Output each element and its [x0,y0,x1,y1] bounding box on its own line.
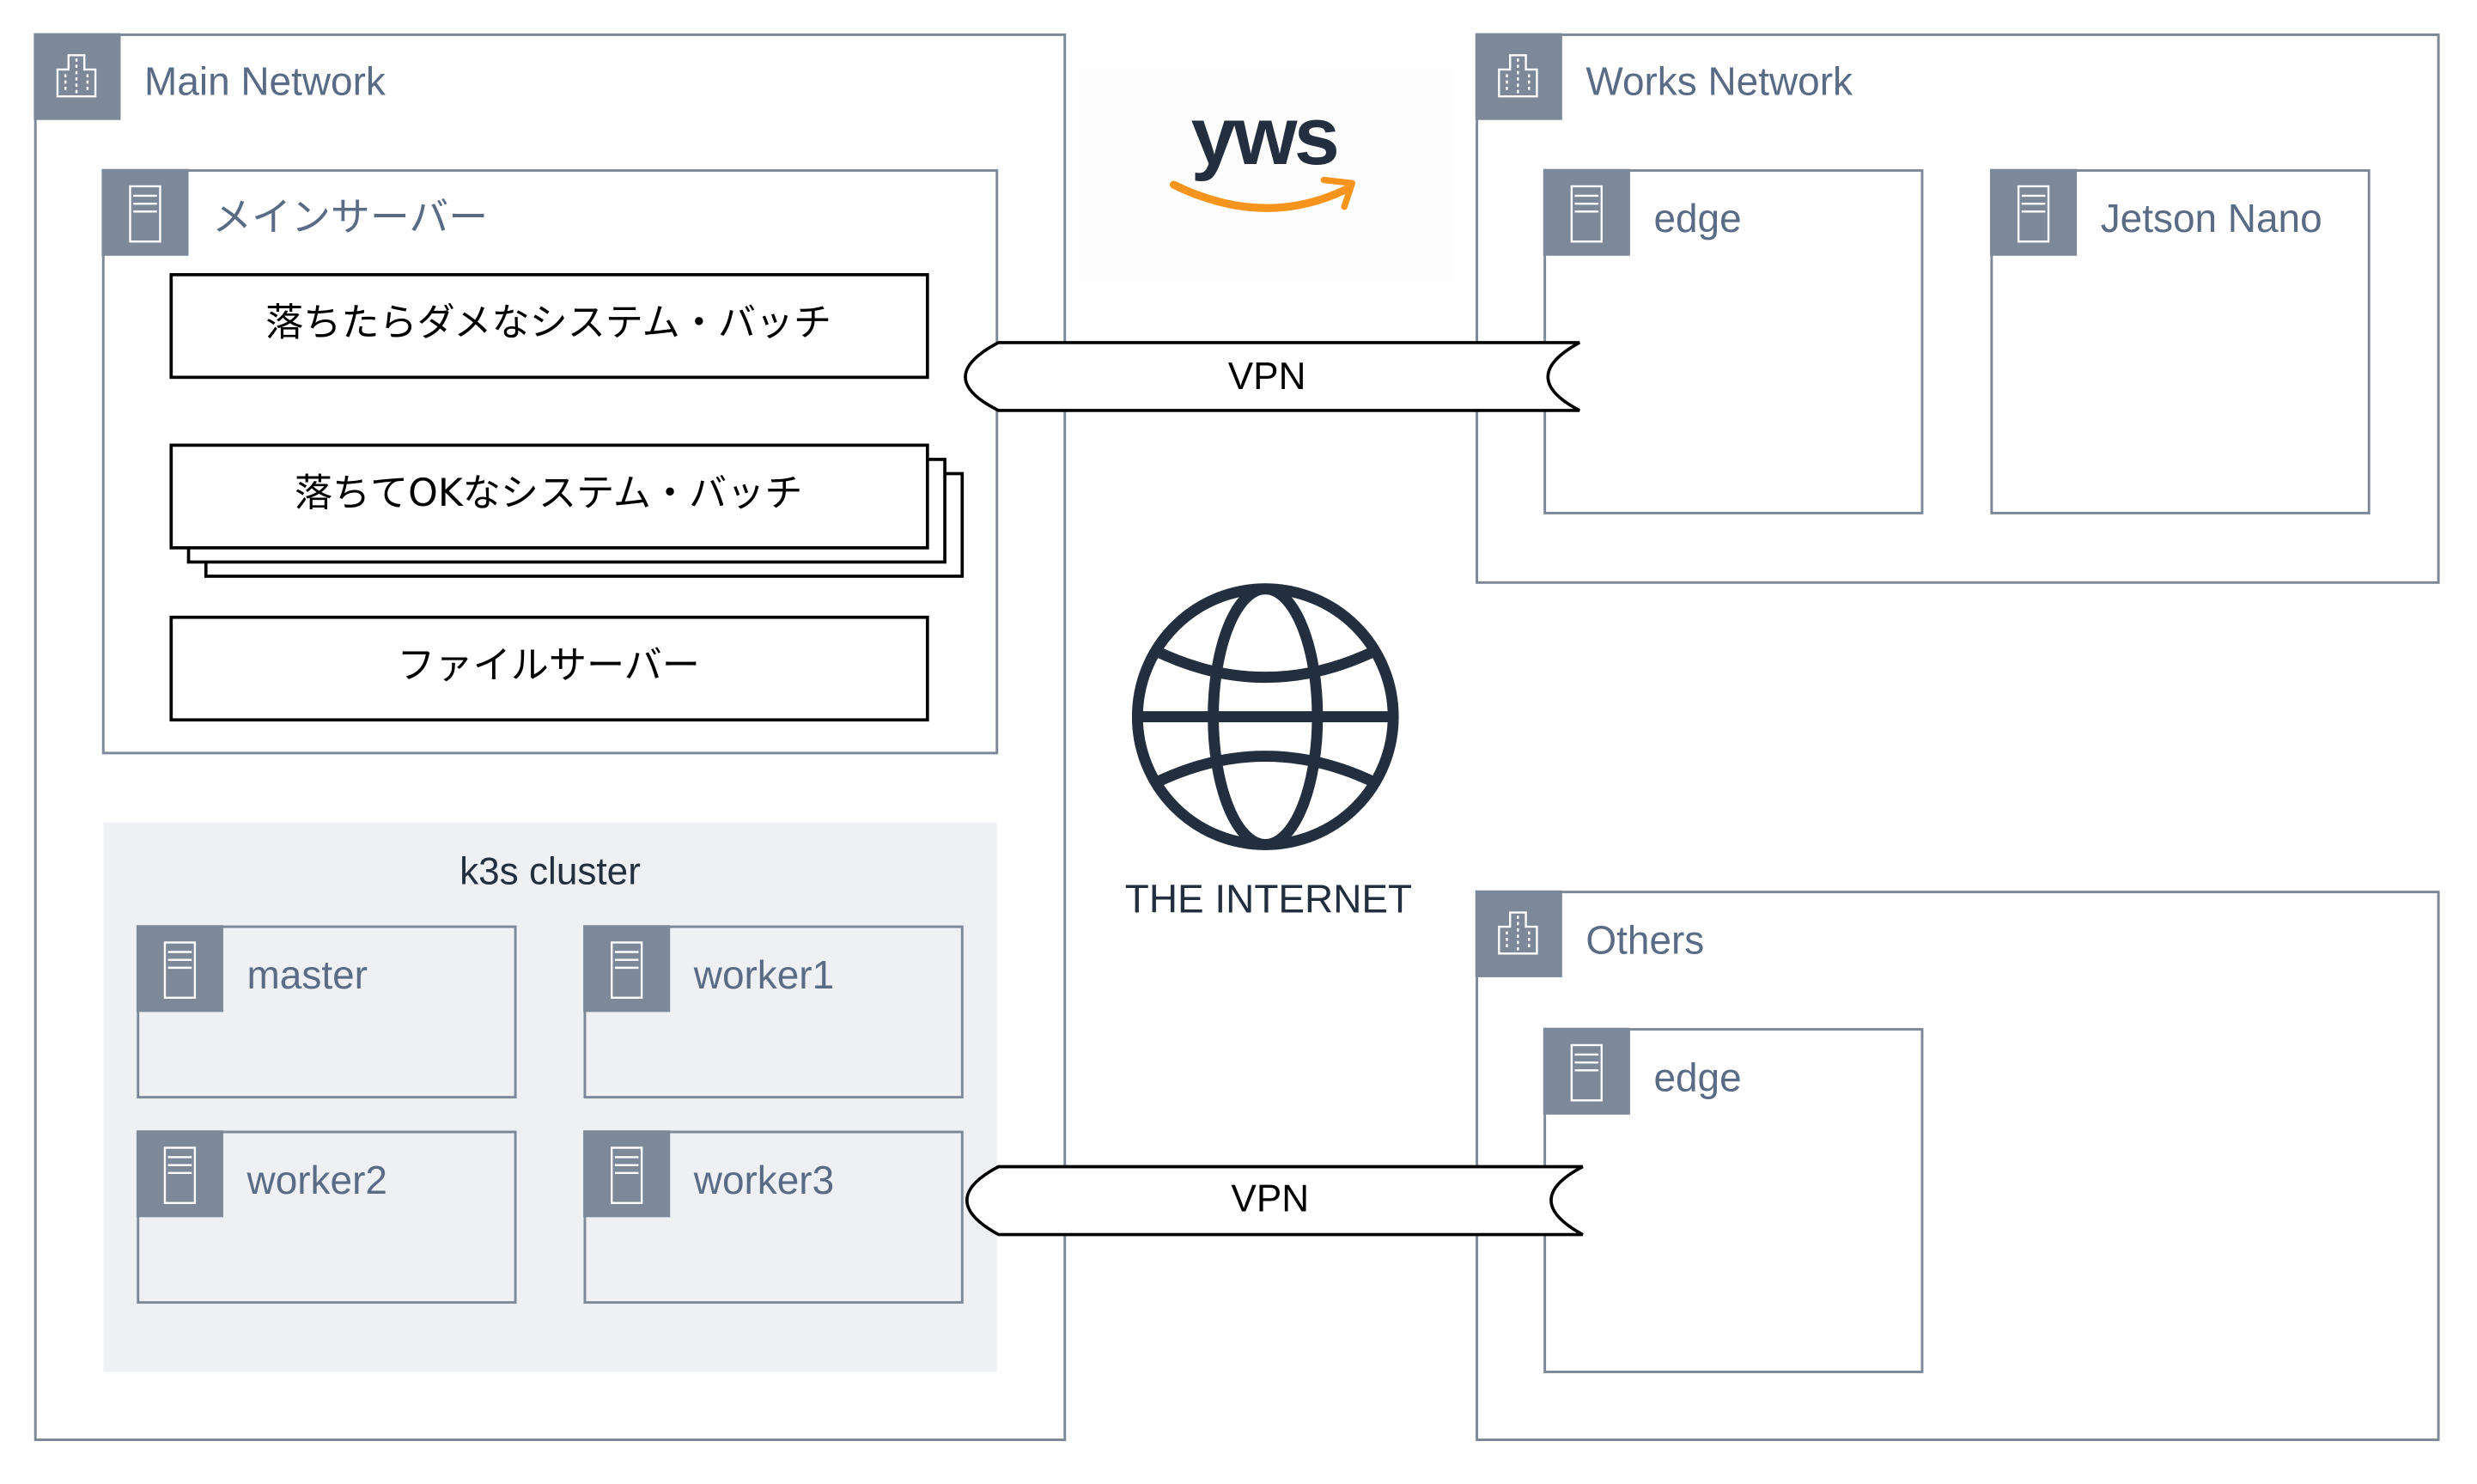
vpn-label: VPN [1231,1178,1309,1220]
works-network-border [1476,33,2440,584]
node-label: edge [1653,1055,1741,1099]
node-label: worker2 [246,1158,387,1202]
node-label: worker3 [693,1158,834,1202]
vpn-connection-others[interactable]: VPN [965,1165,1584,1237]
service-label: 落ちたらダメなシステム・バッチ [265,301,831,345]
main-server-label: メインサーバー [212,193,488,240]
logo-background [1077,69,1454,282]
main-network-label: Main Network [144,58,386,103]
others-tag [1475,890,1562,977]
node-label: edge [1653,196,1741,240]
node-master[interactable]: master [136,925,517,1099]
logo-text: yws [1191,90,1337,182]
service-box [169,273,929,380]
main-network-tag [33,33,121,120]
node-worker1[interactable]: worker1 [583,925,964,1099]
vpn-tunnel-shape [965,1165,1584,1237]
service-critical[interactable]: 落ちたらダメなシステム・バッチ [169,273,929,380]
main-server-border [101,169,999,755]
others-border [1476,891,2440,1441]
node-label: worker1 [693,952,834,997]
works-network-group[interactable]: Works Network edge Jetson Nano [1475,33,2440,584]
vpn-tunnel-shape [964,341,1580,412]
node-border [1990,169,2370,514]
node-label: Jetson Nano [2101,196,2322,240]
others-group[interactable]: Others edge [1475,890,2440,1441]
node-label: master [247,952,368,997]
internet-label: THE INTERNET [1125,877,1412,921]
works-network-tag [1475,33,1562,120]
node-worker3[interactable]: worker3 [583,1130,964,1305]
k3s-cluster-label: k3s cluster [459,850,641,892]
yws-logo: yws [1077,69,1454,282]
service-file-server[interactable]: ファイルサーバー [169,615,929,722]
service-box [169,615,929,722]
works-network-label: Works Network [1585,58,1853,103]
service-non-critical-stack[interactable]: 落ちてOKなシステム・バッチ [169,443,965,578]
main-network-border [33,33,1067,1441]
logo-smile [1170,180,1350,212]
service-label: 落ちてOKなシステム・バッチ [295,471,803,515]
node-worker2[interactable]: worker2 [136,1130,517,1305]
k3s-cluster-group[interactable]: k3s cluster master worker1 worker2 [103,822,997,1372]
logo-arrowhead [1320,176,1356,210]
vpn-connection-works[interactable]: VPN [964,341,1580,412]
vpn-label: VPN [1228,356,1306,398]
others-label: Others [1585,917,1704,962]
node-others-edge[interactable]: edge [1543,1027,1924,1373]
main-server-node[interactable]: メインサーバー 落ちたらダメなシステム・バッチ 落ちてOKなシステム・バッチ フ… [101,168,999,755]
node-works-edge[interactable]: edge [1543,168,1924,514]
globe-icon [1131,583,1399,850]
node-jetson-nano[interactable]: Jetson Nano [1990,168,2370,514]
main-network-group[interactable]: Main Network メインサーバー 落ちたらダメなシステム・バッチ 落ちて… [33,33,1067,1441]
service-label: ファイルサーバー [397,644,699,688]
internet-node[interactable]: THE INTERNET [1125,583,1412,921]
service-box [169,443,929,550]
